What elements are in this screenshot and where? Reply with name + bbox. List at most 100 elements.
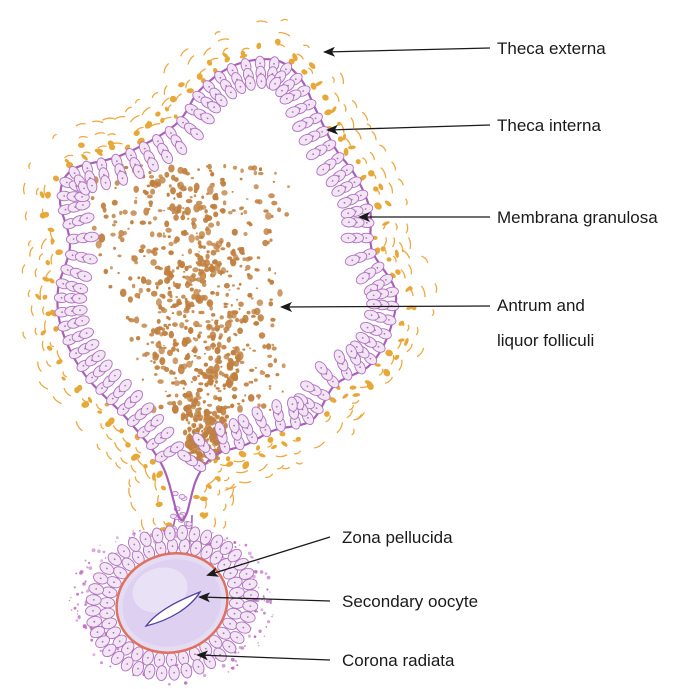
theca-externa-fiber [108,134,115,135]
granulosa-nucleus [276,406,278,408]
corona-speckle [269,591,270,592]
antrum-speckle [255,367,258,369]
theca-interna-cell [186,88,194,93]
granulosa-nucleus [209,453,211,455]
theca-externa-fiber [136,448,141,453]
corona-speckle [74,586,76,588]
granulosa-nucleus [292,403,294,405]
antrum-speckle [130,220,134,224]
antrum-speckle [188,327,193,334]
antrum-speckle [215,292,219,297]
theca-externa-fiber [153,519,155,525]
antrum-speckle [224,305,228,308]
theca-externa-fiber [401,270,405,278]
theca-externa-fiber [51,255,52,264]
theca-interna-cell [160,117,165,123]
antrum-speckle [236,299,238,301]
antrum-speckle [258,397,260,400]
antrum-speckle [174,377,177,380]
antrum-speckle [165,228,171,233]
antrum-speckle [110,233,115,237]
theca-externa-fiber [181,49,188,56]
antrum-speckle [184,207,191,216]
corona-speckle [74,607,77,610]
corona-speckle [105,557,107,559]
theca-externa-fiber [224,522,226,528]
antrum-speckle [214,325,220,331]
antrum-speckle [169,291,172,294]
antrum-speckle [212,260,218,265]
antrum-speckle [104,215,109,219]
antrum-speckle [218,390,222,393]
antrum-speckle [221,345,226,350]
antrum-speckle [244,269,247,271]
theca-externa-fiber [218,468,222,472]
granulosa-nucleus [112,398,114,400]
corona-speckle [257,642,258,643]
antrum-speckle [163,210,165,211]
antrum-speckle [223,385,226,387]
corona-speckle [264,636,266,638]
theca-externa-fiber [392,162,395,170]
granulosa-nucleus [75,352,77,354]
theca-externa-fiber [309,68,313,73]
antrum-speckle [217,320,219,321]
antrum-speckle [174,380,180,386]
corona-speckle [92,653,95,656]
antrum-speckle [167,401,173,405]
antrum-speckle [206,250,209,253]
corona-cell-nucleus [114,558,116,560]
antrum-speckle [267,355,272,358]
theca-externa-fiber [297,463,303,464]
theca-externa-fiber [50,343,53,347]
corona-speckle [263,612,266,615]
granulosa-nucleus [233,425,235,427]
corona-speckle [266,600,269,603]
antrum-speckle [211,250,217,256]
antrum-speckle [233,333,236,335]
corona-speckle [231,658,235,662]
antrum-speckle [173,197,175,200]
antrum-speckle [287,185,290,188]
corona-speckle [260,570,264,574]
antrum-speckle [191,405,196,410]
corona-speckle [244,645,246,647]
theca-externa-fiber [422,286,425,296]
corona-cell-nucleus [171,659,173,661]
antrum-speckle [273,181,275,183]
granulosa-nucleus [79,298,81,300]
granulosa-nucleus [366,222,368,224]
antrum-speckle [199,236,204,239]
granulosa-nucleus [114,375,116,377]
corona-speckle [100,559,103,562]
theca-interna-cell [225,460,234,468]
theca-externa-fiber [224,504,226,510]
granulosa-nucleus [362,277,364,279]
corona-speckle [254,635,257,638]
corona-cell-nucleus [186,670,188,672]
granulosa-nucleus [367,327,369,329]
theca-externa-fiber [279,33,289,36]
corona-speckle [139,530,141,532]
antrum-speckle [176,286,181,289]
antrum-speckle [182,207,184,209]
antrum-speckle [221,267,227,274]
corona-speckle [238,652,240,654]
antrum-speckle [207,301,211,305]
granulosa-nucleus [161,456,163,458]
antrum-speckle [254,184,259,189]
granulosa-nucleus [166,156,168,158]
antrum-speckle [192,267,198,272]
antrum-speckle [208,356,213,361]
theca-externa-fiber [335,93,339,101]
antrum-speckle [212,348,214,350]
granulosa-nucleus [292,111,294,113]
antrum-speckle [199,311,204,314]
corona-speckle [233,541,236,544]
corona-speckle [228,671,230,673]
antrum-speckle [214,446,216,447]
antrum-speckle [181,380,185,383]
label-corona-radiata: Corona radiata [342,651,455,670]
theca-interna-cell [373,201,384,211]
corona-speckle [81,591,83,593]
